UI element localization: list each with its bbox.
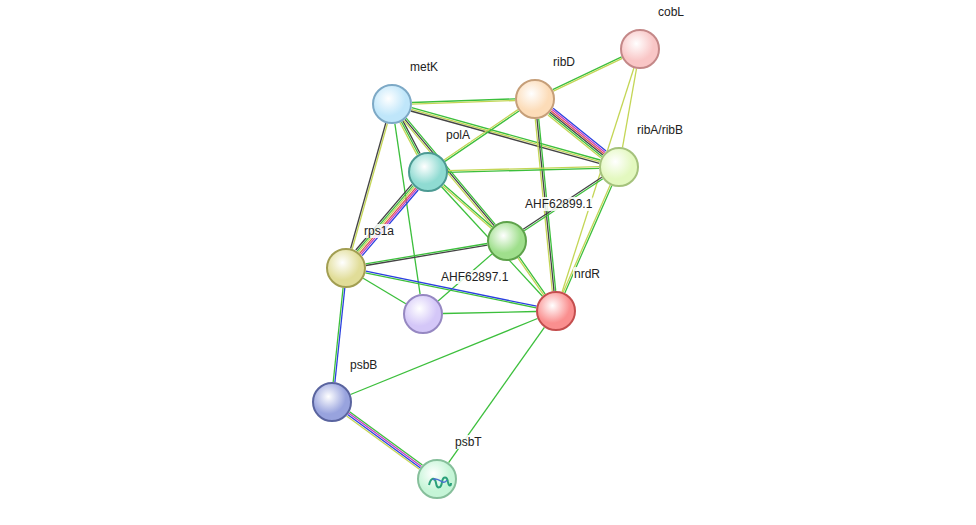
protein-circle xyxy=(599,147,639,187)
evidence-line xyxy=(361,189,417,255)
protein-node: rps1a xyxy=(326,248,366,288)
protein-node: cobL xyxy=(620,29,660,69)
protein-node: psbB xyxy=(312,382,352,422)
evidence-line xyxy=(444,110,518,160)
evidence-line xyxy=(518,258,544,295)
interaction-edge xyxy=(449,327,545,462)
interaction-edge xyxy=(523,177,603,230)
evidence-line xyxy=(358,187,414,253)
evidence-line xyxy=(350,412,423,465)
protein-circle xyxy=(487,221,527,261)
protein-circle xyxy=(403,294,443,334)
protein-label: psbB xyxy=(349,358,378,372)
protein-node: nrdR xyxy=(536,291,576,331)
protein-label: polA xyxy=(445,128,471,142)
interaction-edge xyxy=(443,185,493,229)
evidence-line xyxy=(351,319,538,395)
protein-label: nrdR xyxy=(573,267,601,281)
interaction-edge xyxy=(412,99,515,104)
evidence-line xyxy=(523,177,602,229)
evidence-line xyxy=(553,108,606,151)
interaction-edge xyxy=(518,257,545,295)
evidence-line xyxy=(445,111,519,161)
evidence-line xyxy=(411,109,599,161)
evidence-line xyxy=(550,112,603,155)
structure-icon xyxy=(421,463,457,499)
interaction-edge xyxy=(363,278,406,303)
evidence-line xyxy=(549,114,602,157)
protein-node: ribD xyxy=(515,79,555,119)
evidence-line xyxy=(412,108,601,160)
interaction-edge xyxy=(356,184,418,255)
interaction-edge xyxy=(444,110,519,162)
protein-node: psbT xyxy=(417,459,457,499)
evidence-line xyxy=(519,257,545,294)
evidence-line xyxy=(548,115,601,158)
protein-circle xyxy=(326,248,366,288)
interaction-edge xyxy=(448,167,599,173)
interaction-edge xyxy=(548,108,606,157)
protein-label: rps1a xyxy=(363,224,395,238)
protein-label: AHF62899.1 xyxy=(524,197,593,211)
evidence-line xyxy=(551,111,604,154)
protein-label: metK xyxy=(409,60,439,74)
evidence-line xyxy=(366,245,488,265)
interaction-edge xyxy=(366,244,488,266)
evidence-line xyxy=(401,122,418,155)
protein-node: AHF62899.1 xyxy=(487,221,527,261)
evidence-line xyxy=(333,288,343,382)
protein-circle xyxy=(515,79,555,119)
protein-label: ribA/ribB xyxy=(636,123,684,137)
evidence-line xyxy=(552,110,605,153)
evidence-line xyxy=(366,244,488,264)
evidence-line xyxy=(395,124,420,294)
evidence-line xyxy=(443,186,492,229)
interaction-edge xyxy=(333,288,345,382)
protein-label: AHF62897.1 xyxy=(440,270,509,284)
protein-node: AHF62897.1 xyxy=(403,294,443,334)
interaction-edge xyxy=(395,124,420,294)
protein-label: cobL xyxy=(657,5,685,19)
protein-circle xyxy=(408,152,448,192)
protein-label: psbT xyxy=(454,435,483,449)
evidence-line xyxy=(524,179,603,231)
evidence-line xyxy=(443,312,536,314)
evidence-line xyxy=(444,185,493,228)
protein-circle xyxy=(620,29,660,69)
evidence-line xyxy=(348,415,421,468)
evidence-line xyxy=(449,327,545,462)
evidence-line xyxy=(356,184,412,250)
protein-label: ribD xyxy=(552,55,576,69)
protein-node: polA xyxy=(408,152,448,192)
evidence-line xyxy=(349,413,422,466)
protein-node: ribA/ribB xyxy=(599,147,639,187)
interaction-edge xyxy=(351,319,538,395)
protein-node: metK xyxy=(372,84,412,124)
evidence-line xyxy=(335,288,345,382)
interaction-edge xyxy=(347,412,423,469)
evidence-line xyxy=(448,167,599,171)
evidence-line xyxy=(363,278,406,303)
evidence-line xyxy=(360,188,416,254)
protein-circle xyxy=(372,84,412,124)
evidence-line xyxy=(357,186,413,252)
evidence-line xyxy=(347,416,420,469)
interaction-edge xyxy=(443,312,536,314)
evidence-line xyxy=(412,101,515,105)
protein-circle xyxy=(312,382,352,422)
protein-circle xyxy=(417,459,457,499)
evidence-line xyxy=(362,190,418,256)
protein-circle xyxy=(536,291,576,331)
